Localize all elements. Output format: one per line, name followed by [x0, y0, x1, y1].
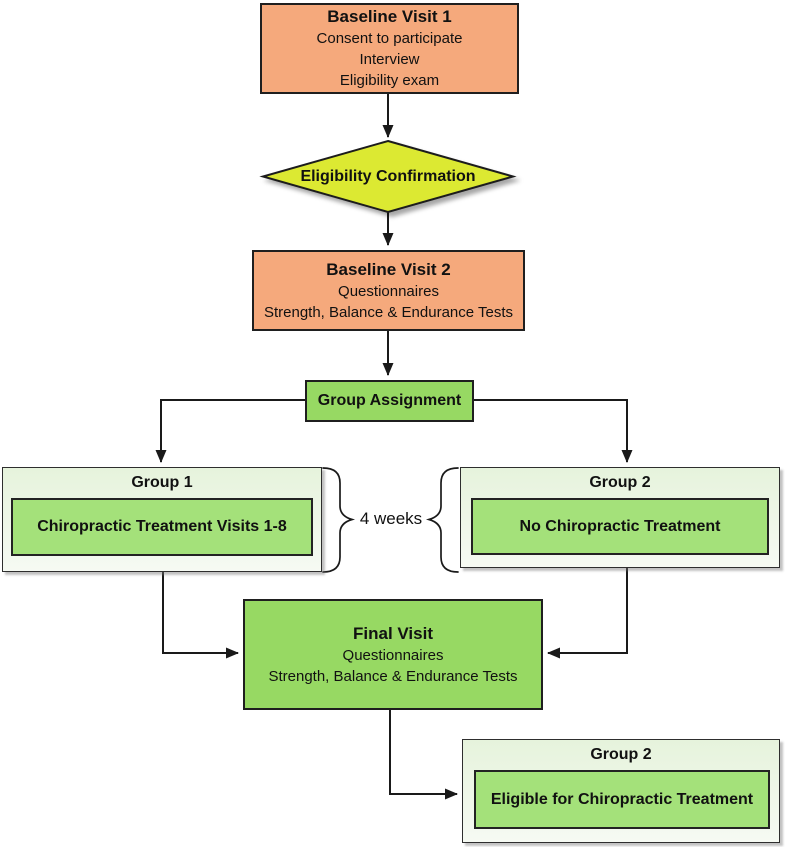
node-line: Consent to participate [316, 30, 463, 47]
node-group-assignment: Group Assignment [305, 380, 474, 422]
node-group-2-outcome: Group 2 Eligible for Chiropractic Treatm… [462, 739, 780, 843]
decision-diamond-shape [259, 139, 517, 214]
node-group-1: Group 1 Chiropractic Treatment Visits 1-… [2, 467, 322, 572]
node-label: Chiropractic Treatment Visits 1-8 [37, 518, 287, 535]
node-group-2-eligibility: Eligible for Chiropractic Treatment [474, 770, 770, 829]
node-group-2: Group 2 No Chiropractic Treatment [460, 467, 780, 568]
node-line: Questionnaires [342, 646, 444, 664]
node-group-2-treatment: No Chiropractic Treatment [471, 498, 769, 555]
node-baseline-visit-1: Baseline Visit 1 Consent to participate … [260, 3, 519, 94]
node-line: Interview [359, 51, 420, 68]
node-label: Group Assignment [317, 392, 462, 409]
node-eligibility-confirmation: Eligibility Confirmation [263, 141, 513, 212]
node-final-visit: Final Visit Questionnaires Strength, Bal… [243, 599, 543, 710]
duration-label: 4 weeks [353, 509, 429, 529]
left-brace [322, 467, 356, 573]
node-title: Baseline Visit 2 [326, 259, 451, 279]
node-line: Questionnaires [338, 282, 439, 300]
node-line: Strength, Balance & Endurance Tests [268, 667, 518, 685]
node-label: Eligible for Chiropractic Treatment [490, 790, 754, 808]
node-label: No Chiropractic Treatment [519, 517, 721, 535]
node-group-1-treatment: Chiropractic Treatment Visits 1-8 [11, 498, 313, 556]
right-brace [425, 467, 459, 573]
group-title: Group 2 [590, 746, 652, 763]
duration-text: 4 weeks [359, 509, 423, 528]
node-baseline-visit-2: Baseline Visit 2 Questionnaires Strength… [252, 250, 525, 331]
node-line: Eligibility exam [339, 72, 440, 89]
arrow-assignment-to-group1 [155, 399, 305, 463]
arrow-final-to-outcome [389, 710, 458, 800]
group-title: Group 2 [589, 474, 651, 491]
node-label: Eligibility Confirmation [300, 167, 476, 185]
arrow-assignment-to-group2 [474, 399, 633, 463]
node-line: Strength, Balance & Endurance Tests [263, 303, 514, 321]
arrow-group1-to-final [162, 572, 239, 659]
node-title: Final Visit [353, 623, 433, 643]
arrow-group2-to-final [547, 568, 628, 659]
node-title: Baseline Visit 1 [327, 7, 452, 26]
group-title: Group 1 [131, 474, 193, 491]
